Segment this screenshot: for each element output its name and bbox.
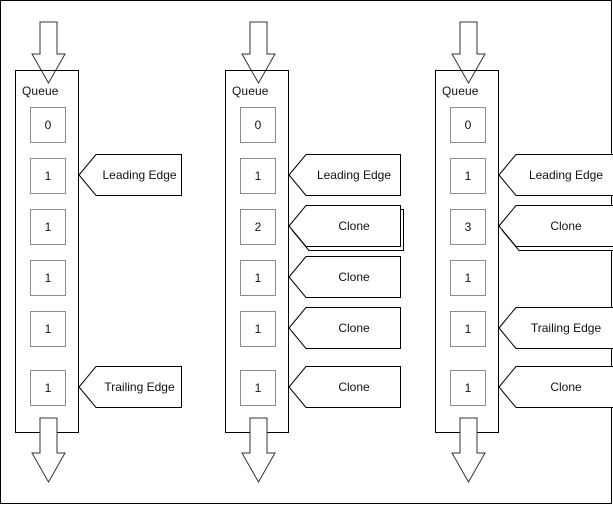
arrow-down-in-icon	[451, 21, 486, 85]
callout-left-pointer-icon	[78, 366, 182, 408]
queue-slot[interactable]: 1	[450, 158, 486, 194]
callout-left-pointer-icon	[288, 256, 401, 298]
callout-leading-edge[interactable]: Leading Edge	[498, 154, 613, 196]
queue-label: Queue	[442, 84, 479, 98]
arrow-down-out-icon	[31, 417, 66, 484]
callout-trailing-edge[interactable]: Trailing Edge	[78, 366, 182, 408]
arrow-down-in-icon	[31, 21, 66, 85]
callout-clone[interactable]: Clone	[498, 205, 613, 251]
callout-leading-edge[interactable]: Leading Edge	[78, 154, 182, 196]
queue-slot[interactable]: 1	[30, 370, 66, 406]
callout-left-pointer-icon	[498, 205, 613, 251]
queue-slot[interactable]: 1	[30, 311, 66, 347]
queue-slot[interactable]: 0	[30, 107, 66, 143]
queue-slot[interactable]: 0	[450, 107, 486, 143]
callout-left-pointer-icon	[288, 366, 401, 408]
queue-slot[interactable]: 3	[450, 209, 486, 245]
queue-slot[interactable]: 2	[240, 209, 276, 245]
queue-slot[interactable]: 1	[30, 260, 66, 296]
queue-label: Queue	[232, 84, 269, 98]
callout-clone[interactable]: Clone	[288, 366, 401, 408]
queue-slot[interactable]: 1	[240, 370, 276, 406]
queue-slot[interactable]: 1	[450, 260, 486, 296]
queue-label: Queue	[22, 84, 59, 98]
callout-clone[interactable]: Clone	[288, 307, 401, 349]
queue-slot[interactable]: 1	[240, 260, 276, 296]
callout-clone[interactable]: Clone	[498, 366, 613, 408]
queue-slot[interactable]: 1	[450, 311, 486, 347]
queue-slot[interactable]: 1	[240, 158, 276, 194]
arrow-down-in-icon	[241, 21, 276, 85]
callout-clone[interactable]: Clone	[288, 205, 404, 251]
callout-left-pointer-icon	[498, 307, 613, 349]
callout-left-pointer-icon	[78, 154, 182, 196]
callout-left-pointer-icon	[288, 205, 404, 251]
arrow-down-out-icon	[241, 417, 276, 484]
queue-slot[interactable]: 1	[30, 209, 66, 245]
callout-left-pointer-icon	[498, 154, 613, 196]
queue-slot[interactable]: 0	[240, 107, 276, 143]
callout-trailing-edge[interactable]: Trailing Edge	[498, 307, 613, 349]
queue-slot[interactable]: 1	[240, 311, 276, 347]
callout-clone[interactable]: Clone	[288, 256, 401, 298]
callout-leading-edge[interactable]: Leading Edge	[288, 154, 401, 196]
arrow-down-out-icon	[451, 417, 486, 484]
queue-slot[interactable]: 1	[450, 370, 486, 406]
callout-left-pointer-icon	[498, 366, 613, 408]
callout-left-pointer-icon	[288, 307, 401, 349]
queue-slot[interactable]: 1	[30, 158, 66, 194]
callout-left-pointer-icon	[288, 154, 401, 196]
